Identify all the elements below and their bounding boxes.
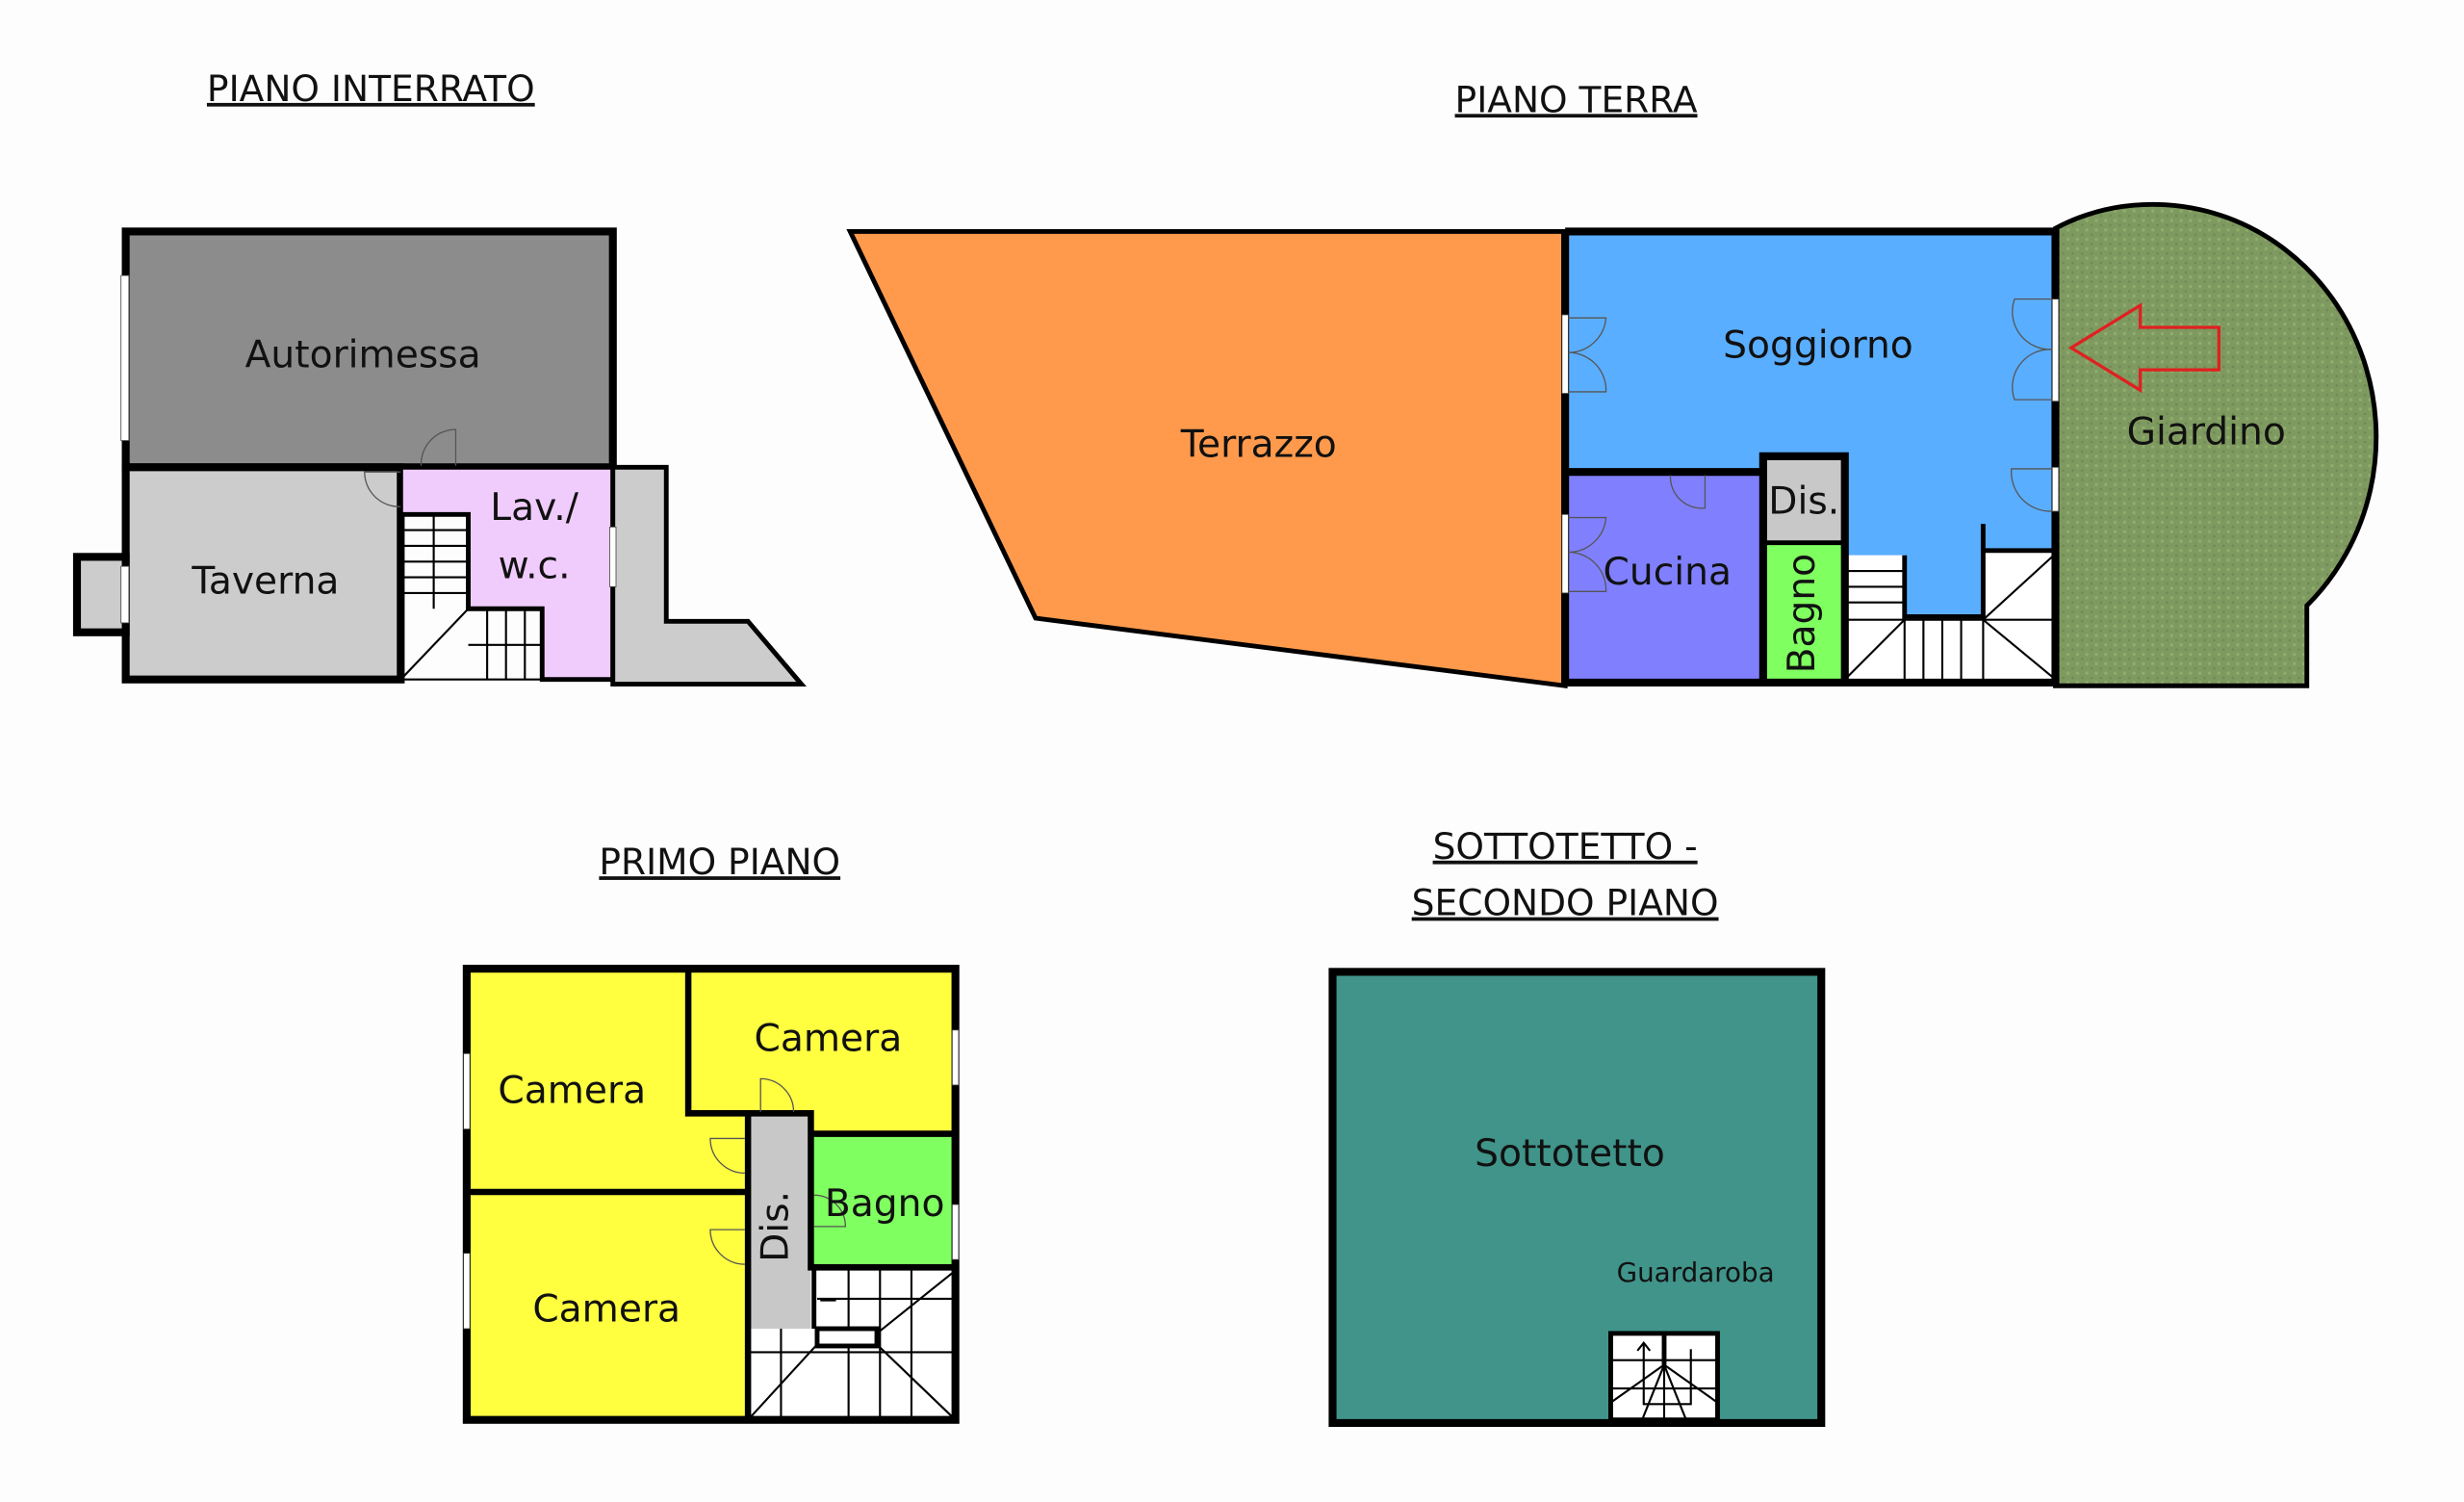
label-sottotetto: Sottotetto [1475,1132,1665,1176]
room-giardino [2053,201,2379,688]
room-camera-3 [466,1191,749,1420]
window [1561,314,1569,394]
label-guardaroba: Guardaroba [1617,1256,1775,1288]
label-camera: Camera [532,1288,680,1332]
floor-title: SOTTOTETTO - [1433,825,1698,868]
window [1561,513,1569,594]
label-dis: Dis. [1768,479,1839,523]
room-sottotetto [1328,968,1826,1428]
label-bagno: Bagno [1781,554,1824,674]
window [463,1253,471,1330]
door-icon [1568,317,1607,393]
door-icon [709,1137,745,1175]
window [2051,298,2060,402]
window [2051,466,2060,512]
room-soggiorno [1565,231,2056,617]
door-icon [1568,516,1607,592]
label-cucina: Cucina [1604,551,1732,594]
door-icon [2012,298,2053,401]
label-camera: Camera [755,1018,903,1061]
room-dis [1762,455,1845,543]
staircase [1843,550,2057,681]
staircase [1608,1331,1720,1423]
door-icon [1669,475,1707,509]
label-lav: Lav./ [490,486,578,530]
label-giardino: Giardino [2127,411,2286,454]
room-camera-1 [466,969,749,1192]
door-icon [2011,468,2053,512]
room-bagno [1762,542,1845,680]
door-icon [759,1077,795,1112]
label-dis: Dis. [755,1191,798,1262]
label-soggiorno: Soggiorno [1723,324,1913,368]
floor-title: PIANO INTERRATO [207,67,535,110]
room-dis [748,1113,811,1329]
floor-primo-piano: PRIMO PIANO Cam [462,841,960,1424]
label-terrazzo: Terrazzo [1180,424,1337,467]
bump-annex [72,553,130,636]
walls [462,965,960,1424]
door-icon [709,1229,745,1265]
floor-piano-interrato: PIANO INTERRATO Autorimessa Taverna Lav.… [72,67,807,687]
floor-subtitle: SECONDO PIANO [1412,882,1719,924]
door-icon [364,471,401,507]
arrow-icon [1642,1344,1692,1406]
door-icon [420,428,457,466]
label-camera: Camera [498,1070,646,1113]
floor-title: PIANO TERRA [1455,78,1698,120]
staircase [399,513,544,681]
window [609,526,617,587]
window [120,565,130,624]
label-taverna: Taverna [191,560,339,604]
window [120,274,130,441]
staircase [747,1267,957,1421]
floor-title: PRIMO PIANO [599,841,840,883]
window [463,1052,471,1130]
label-wc: w.c. [499,544,571,587]
label-bagno: Bagno [825,1182,945,1226]
door-icon [813,1194,847,1228]
window [951,1204,960,1260]
floor-piano-terra: PIANO TERRA [846,78,2379,689]
arrow-icon [2067,302,2220,394]
annex-right [610,464,807,687]
room-bagno [810,1133,956,1268]
room-cucina [1565,472,1763,680]
room-taverna [121,463,405,684]
window [951,1029,960,1086]
floor-sottotetto: SOTTOTETTO - SECONDO PIANO Sottotetto Gu… [1328,825,1826,1428]
label-autorimessa: Autorimessa [245,334,481,377]
room-camera-2 [688,969,956,1134]
